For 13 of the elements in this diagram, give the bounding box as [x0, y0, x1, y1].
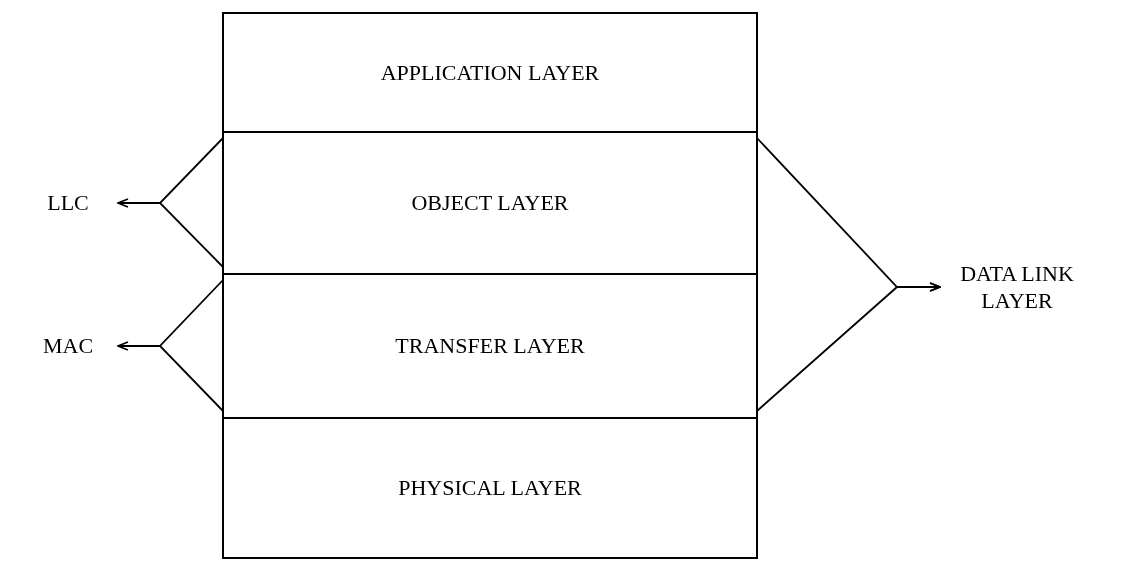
- layer-label: APPLICATION LAYER: [380, 59, 600, 86]
- group-label: DATA LINK LAYER: [959, 259, 1075, 315]
- layer-box: [222, 273, 758, 419]
- layer-box: [222, 417, 758, 559]
- layer-label: OBJECT LAYER: [411, 190, 569, 216]
- layer-label: PHYSICAL LAYER: [398, 475, 582, 501]
- layer-box: [222, 12, 758, 133]
- group-label: MAC: [42, 332, 94, 360]
- bracket-arrow: [117, 137, 224, 268]
- group-label: LLC: [47, 189, 89, 217]
- layer-label: TRANSFER LAYER: [395, 333, 585, 359]
- layer-box: [222, 131, 758, 275]
- bracket-arrow: [117, 279, 224, 412]
